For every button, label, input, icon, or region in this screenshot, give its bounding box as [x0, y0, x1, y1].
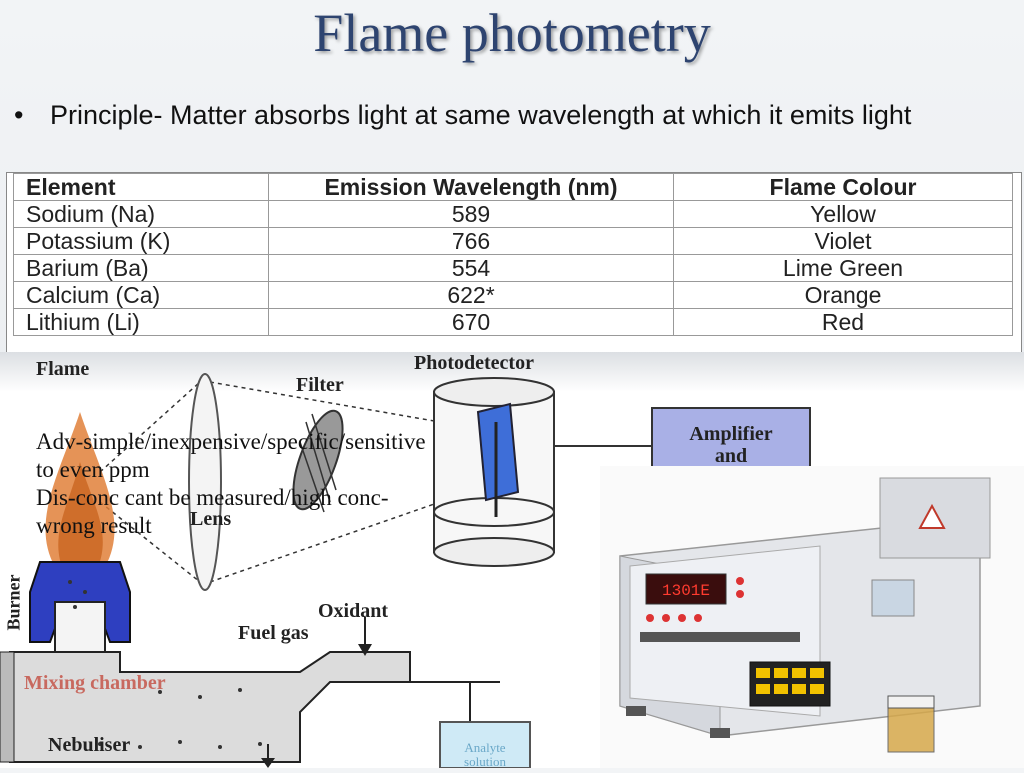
label-mixing-chamber: Mixing chamber — [24, 672, 166, 694]
label-fuel-gas: Fuel gas — [238, 622, 309, 644]
svg-text:and: and — [715, 445, 747, 467]
slide-title: Flame photometry — [313, 3, 711, 63]
label-filter: Filter — [296, 374, 344, 396]
cell-wavelength: 589 — [268, 200, 674, 228]
label-flame: Flame — [36, 358, 90, 380]
label-burner: Burner — [3, 574, 24, 631]
header-flame-colour: Flame Colour — [673, 173, 1013, 201]
diagram-drawing: Amplifier and Analyte solution — [0, 373, 811, 768]
label-nebuliser: Nebuliser — [48, 734, 131, 756]
instrument-drawing: 1301E — [619, 477, 991, 753]
cell-wavelength: 622* — [268, 281, 674, 309]
cell-wavelength: 670 — [268, 308, 674, 336]
table-row: Lithium (Li) 670 Red — [13, 308, 1013, 336]
cell-element: Sodium (Na) — [13, 200, 269, 228]
annotation-line: wrong result — [36, 513, 152, 538]
light-path — [99, 381, 441, 583]
droplets — [68, 580, 262, 749]
cell-colour: Violet — [673, 227, 1013, 255]
annotation-line: Adv-simple/inexpensive/specific/sensitiv… — [36, 429, 426, 454]
sample-window — [871, 579, 915, 617]
analyte-beaker — [439, 721, 531, 768]
lens-shape — [188, 373, 222, 591]
table-header-row: Element Emission Wavelength (nm) Flame C… — [13, 173, 1013, 201]
cell-element: Barium (Ba) — [13, 254, 269, 282]
emission-table: Element Emission Wavelength (nm) Flame C… — [13, 173, 1013, 336]
principle-text: Principle- Matter absorbs light at same … — [50, 100, 912, 130]
table-row: Calcium (Ca) 622* Orange — [13, 281, 1013, 309]
bullet-marker: • — [14, 100, 24, 130]
label-photodetector: Photodetector — [414, 352, 534, 374]
cell-element: Lithium (Li) — [13, 308, 269, 336]
cell-wavelength: 554 — [268, 254, 674, 282]
table-row: Barium (Ba) 554 Lime Green — [13, 254, 1013, 282]
cell-element: Potassium (K) — [13, 227, 269, 255]
cell-colour: Lime Green — [673, 254, 1013, 282]
annotation-line: Dis-conc cant be measured/high conc- — [36, 485, 389, 510]
header-element: Element — [13, 173, 269, 201]
svg-text:Analyte: Analyte — [464, 740, 505, 755]
label-lens: Lens — [190, 508, 232, 530]
instrument-photo: 1301E — [600, 466, 1024, 768]
cell-colour: Orange — [673, 281, 1013, 309]
digital-display — [645, 573, 727, 605]
mixing-chamber — [9, 651, 411, 763]
display-readout: 1301E — [662, 582, 710, 600]
svg-text:Amplifier: Amplifier — [689, 423, 772, 445]
svg-text:solution: solution — [464, 754, 506, 768]
cell-wavelength: 766 — [268, 227, 674, 255]
annotation-line: to even ppm — [36, 457, 150, 482]
emission-table-container: Element Emission Wavelength (nm) Flame C… — [6, 172, 1022, 356]
label-oxidant: Oxidant — [318, 600, 389, 622]
photocathode — [476, 402, 520, 502]
header-wavelength: Emission Wavelength (nm) — [268, 173, 674, 201]
table-row: Potassium (K) 766 Violet — [13, 227, 1013, 255]
cell-element: Calcium (Ca) — [13, 281, 269, 309]
cell-colour: Yellow — [673, 200, 1013, 228]
cell-colour: Red — [673, 308, 1013, 336]
table-row: Sodium (Na) 589 Yellow — [13, 200, 1013, 228]
adv-dis-annotation: Adv-simple/inexpensive/specific/sensitiv… — [36, 428, 596, 540]
